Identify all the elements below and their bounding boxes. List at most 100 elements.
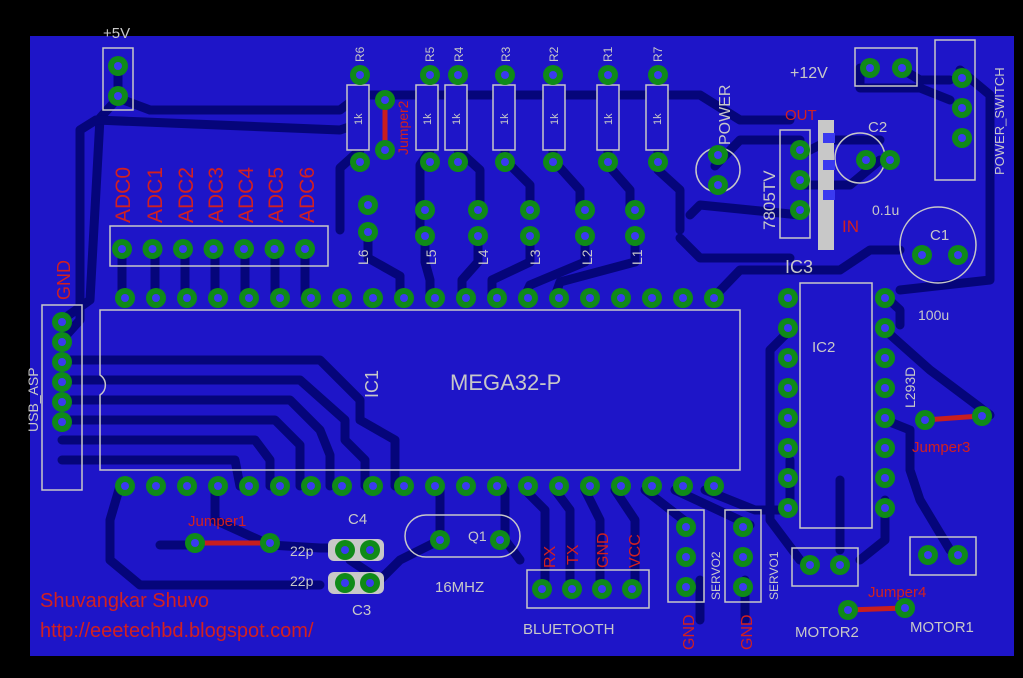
label-adc0: ADC0 <box>112 167 135 223</box>
pad-hole <box>654 71 662 79</box>
pad-hole <box>462 294 470 302</box>
pad-hole <box>739 553 747 561</box>
pad-hole <box>526 206 534 214</box>
label-adc1: ADC1 <box>144 167 167 223</box>
pad-hole <box>421 206 429 214</box>
pad-hole <box>918 251 926 259</box>
pad-hole <box>978 412 986 420</box>
label-servo1: SERVO1 <box>767 551 781 600</box>
pad-hole <box>538 585 546 593</box>
label-r7: R7 <box>651 46 665 62</box>
label-servo2: SERVO2 <box>709 551 723 600</box>
label-ic1: IC1 <box>362 370 382 398</box>
label-jumper2: Jumper2 <box>395 100 411 155</box>
pad-hole <box>364 228 372 236</box>
pad-hole <box>784 474 792 482</box>
label-c2: C2 <box>868 119 887 136</box>
label-l5: L5 <box>423 249 439 265</box>
pad-hole <box>568 585 576 593</box>
led-labels: L6 L5 L4 L3 L2 L1 <box>355 249 645 265</box>
pad-hole <box>654 158 662 166</box>
pad-hole <box>631 206 639 214</box>
pad-hole <box>549 71 557 79</box>
pad-hole <box>648 482 656 490</box>
pad-hole <box>426 71 434 79</box>
pad-hole <box>682 523 690 531</box>
label-22p-bottom: 22p <box>290 573 314 589</box>
pad-hole <box>586 294 594 302</box>
pad-hole <box>784 384 792 392</box>
label-16mhz: 16MHZ <box>435 579 484 596</box>
label-adc3: ADC3 <box>205 167 228 223</box>
pad-hole <box>58 418 66 426</box>
pad-hole <box>152 482 160 490</box>
resistor-bodies <box>346 84 669 151</box>
label-adc5: ADC5 <box>265 167 288 223</box>
pad-hole <box>586 482 594 490</box>
label-jumper1: Jumper1 <box>188 513 246 530</box>
label-in: IN <box>842 217 859 236</box>
label-usb-asp: USB_ASP <box>25 367 41 432</box>
pad-hole <box>881 384 889 392</box>
pad-hole <box>881 324 889 332</box>
pad-hole <box>682 583 690 591</box>
pad-hole <box>844 606 852 614</box>
pad-hole <box>245 482 253 490</box>
label-res-val: 1k <box>499 113 511 125</box>
pad-hole <box>881 474 889 482</box>
pad-hole <box>341 546 349 554</box>
pad-hole <box>58 338 66 346</box>
pad-hole <box>954 551 962 559</box>
pad-hole <box>958 104 966 112</box>
pad-hole <box>381 146 389 154</box>
label-power-switch: POWER_SWITCH <box>992 67 1007 175</box>
pad-hole <box>739 583 747 591</box>
pad-hole <box>276 482 284 490</box>
label-5v: +5V <box>103 25 130 42</box>
label-res-val: 1k <box>353 113 365 125</box>
label-motor1: MOTOR1 <box>910 619 974 636</box>
pad-hole <box>431 482 439 490</box>
pad-hole <box>784 414 792 422</box>
pad-hole <box>58 318 66 326</box>
label-l3: L3 <box>527 249 543 265</box>
label-bt-vcc: VCC <box>627 534 644 568</box>
pad-hole <box>58 398 66 406</box>
pad-hole <box>784 324 792 332</box>
pad-hole <box>881 354 889 362</box>
pad-hole <box>148 245 157 253</box>
pad-hole <box>214 482 222 490</box>
pad-hole <box>431 294 439 302</box>
label-c3: C3 <box>352 602 371 619</box>
label-mega32: MEGA32-P <box>450 370 561 395</box>
label-gnd-left: GND <box>54 260 74 300</box>
label-servo1-gnd: GND <box>739 614 756 650</box>
pad-hole <box>152 294 160 302</box>
pad-hole <box>886 156 894 164</box>
silkscreen <box>41 39 977 609</box>
label-r6: R6 <box>353 46 367 62</box>
label-c1-val: 100u <box>918 307 949 323</box>
label-l1: L1 <box>629 249 645 265</box>
label-bt-gnd: GND <box>595 532 612 568</box>
pad-hole <box>617 482 625 490</box>
pad-hole <box>836 561 844 569</box>
label-ic2: IC2 <box>812 339 835 356</box>
pad-hole <box>114 62 122 70</box>
pad-hole <box>183 482 191 490</box>
pad-hole <box>628 585 636 593</box>
pad-hole <box>426 158 434 166</box>
label-out: OUT <box>785 107 817 124</box>
pads <box>52 56 992 620</box>
pad-hole <box>209 245 218 253</box>
pad-hole <box>276 294 284 302</box>
pad-hole <box>454 158 462 166</box>
pad-hole <box>679 294 687 302</box>
label-l6: L6 <box>355 249 371 265</box>
pad-hole <box>245 294 253 302</box>
pad-hole <box>796 206 804 214</box>
pad-hole <box>524 482 532 490</box>
pad-hole <box>679 482 687 490</box>
pad-hole <box>58 358 66 366</box>
